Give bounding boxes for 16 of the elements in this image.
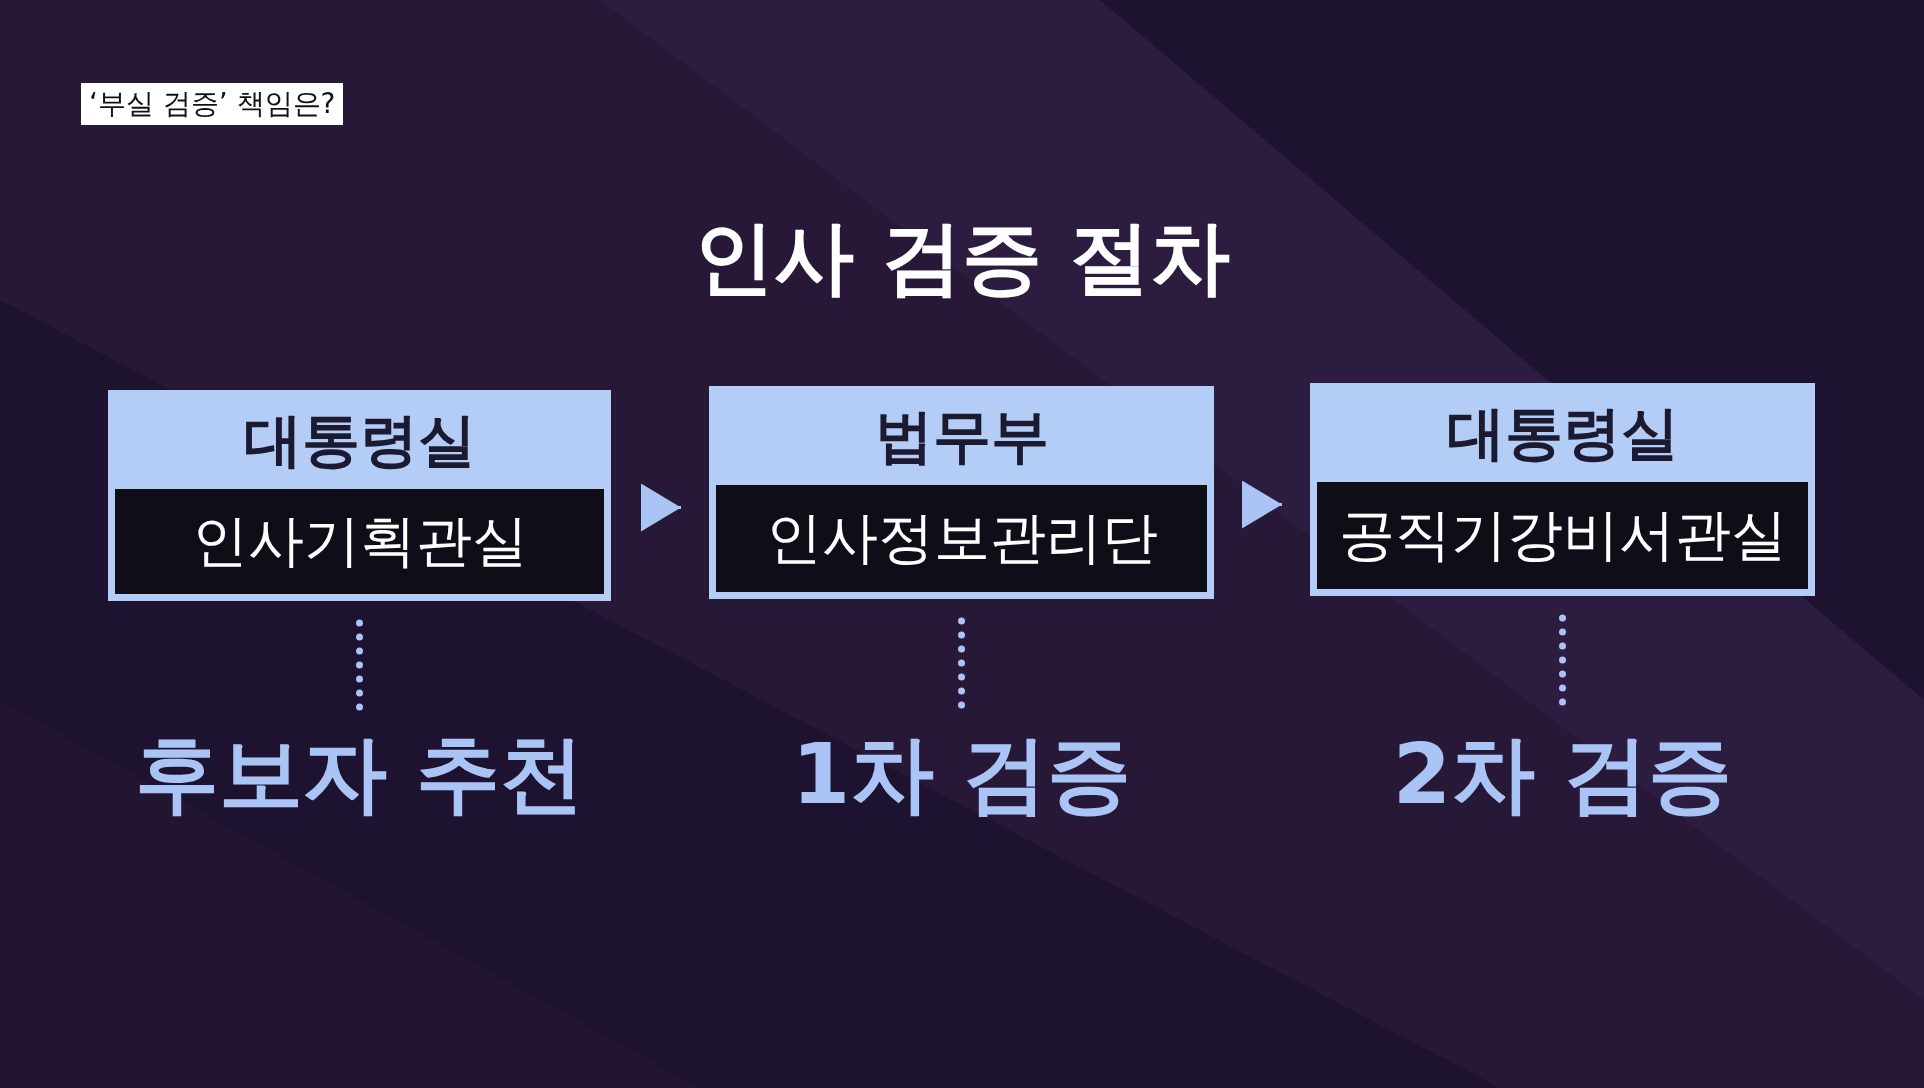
process-box — [108, 390, 611, 601]
unit-band: 인사정보관리단 — [716, 485, 1207, 592]
box-heading: 대통령실 — [1446, 398, 1679, 469]
step-label: 2차 검증 — [1392, 724, 1733, 825]
arrow — [1242, 480, 1282, 529]
caption-label: ‘부실 검증’ 책임은? — [81, 83, 344, 125]
process-box — [709, 386, 1214, 599]
diagram-title: 인사 검증 절차 — [694, 210, 1230, 306]
step-label: 후보자 추천 — [134, 724, 585, 825]
box-heading: 대통령실 — [243, 405, 476, 476]
arrow — [641, 483, 681, 532]
step-label: 1차 검증 — [791, 724, 1132, 825]
unit-band: 인사기획관실 — [115, 489, 604, 594]
process-box — [1310, 383, 1815, 596]
box-heading: 법무부 — [874, 401, 1049, 472]
unit-band: 공직기강비서관실 — [1317, 482, 1808, 589]
